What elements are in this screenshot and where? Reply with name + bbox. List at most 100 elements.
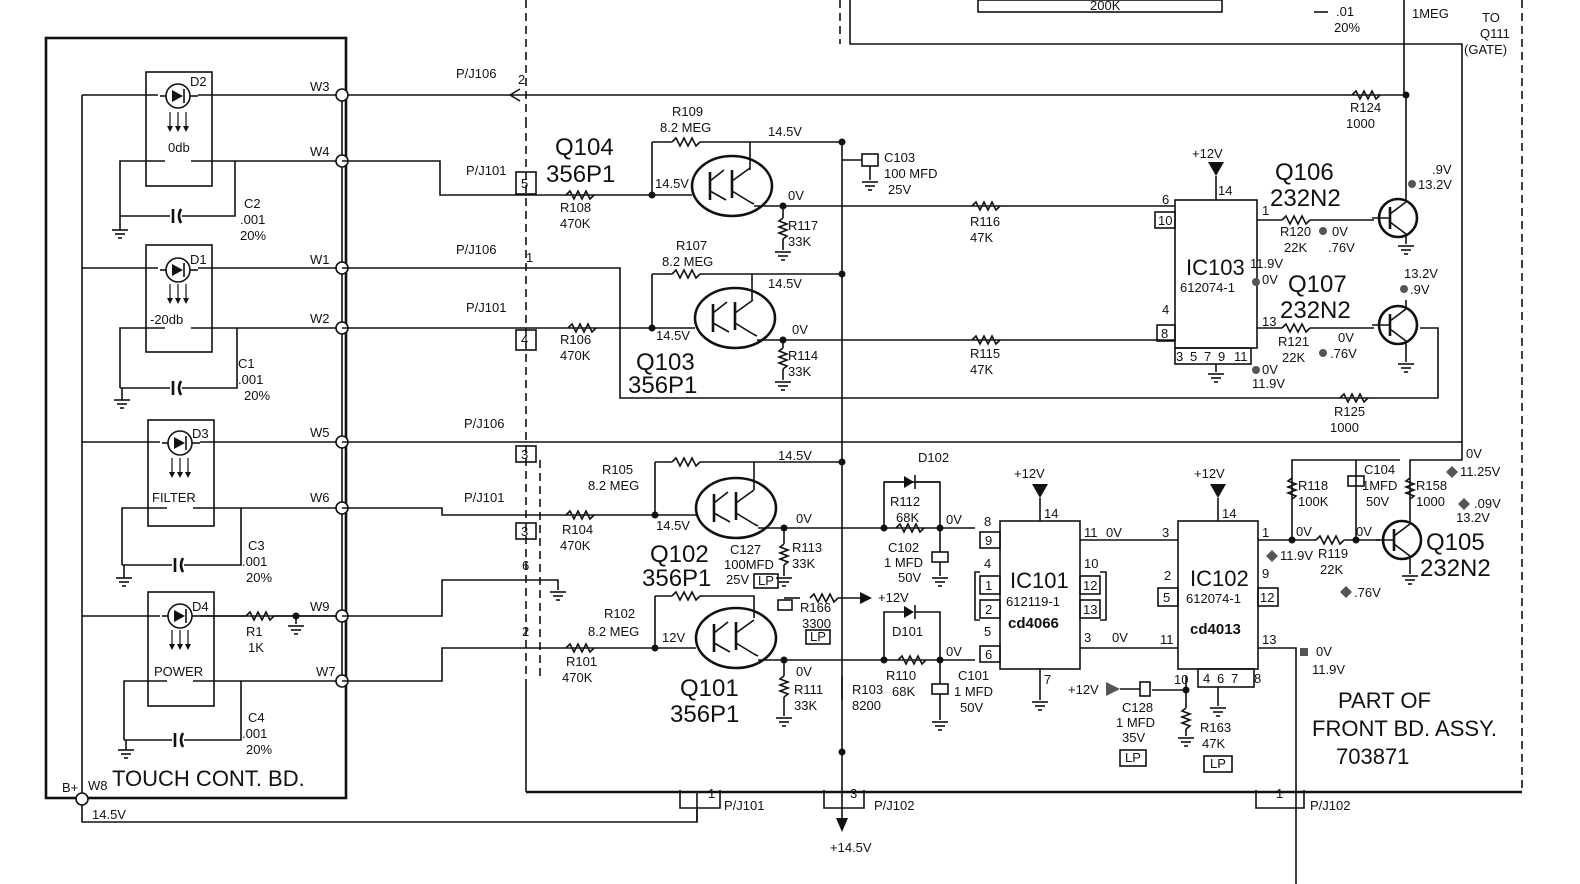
svg-text:1: 1 <box>1262 203 1269 218</box>
svg-text:8: 8 <box>1161 326 1168 341</box>
svg-text:11: 11 <box>1234 349 1248 364</box>
svg-text:R101: R101 <box>566 654 597 669</box>
svg-text:25V: 25V <box>888 182 911 197</box>
svg-text:14.5V: 14.5V <box>768 276 802 291</box>
svg-text:Q106: Q106 <box>1275 159 1334 186</box>
svg-text:1MEG: 1MEG <box>1412 6 1449 21</box>
svg-text:FILTER: FILTER <box>152 490 196 505</box>
svg-text:.76V: .76V <box>1354 585 1381 600</box>
d101-label: D101 <box>892 624 923 639</box>
svg-text:20%: 20% <box>246 742 272 757</box>
svg-text:356P1: 356P1 <box>642 565 711 592</box>
q102-transistor <box>694 476 778 540</box>
svg-text:P/J101: P/J101 <box>466 300 506 315</box>
svg-text:100K: 100K <box>1298 494 1329 509</box>
w4-label: W4 <box>310 144 330 159</box>
q105-transistor <box>1374 519 1423 561</box>
svg-text:12V: 12V <box>662 630 685 645</box>
svg-text:22K: 22K <box>1320 562 1343 577</box>
svg-text:R107: R107 <box>676 238 707 253</box>
svg-text:8.2 MEG: 8.2 MEG <box>660 120 711 135</box>
svg-text:R115: R115 <box>970 346 1000 361</box>
svg-text:4: 4 <box>521 332 528 347</box>
q103-transistor <box>693 286 777 350</box>
svg-text:C101: C101 <box>958 668 989 683</box>
svg-text:68K: 68K <box>892 684 915 699</box>
svg-text:8.2 MEG: 8.2 MEG <box>662 254 713 269</box>
svg-text:D2: D2 <box>190 74 207 89</box>
svg-text:5: 5 <box>521 176 528 191</box>
right-pj102-label: P/J102 <box>1310 798 1350 813</box>
svg-text:0V: 0V <box>1112 630 1128 645</box>
d102-label: D102 <box>918 450 949 465</box>
svg-text:11: 11 <box>1084 525 1098 540</box>
svg-text:13.2V: 13.2V <box>1418 177 1452 192</box>
w8-voltage: 14.5V <box>92 807 126 822</box>
svg-text:.001: .001 <box>240 212 265 227</box>
svg-text:C104: C104 <box>1364 462 1395 477</box>
svg-text:470K: 470K <box>560 348 591 363</box>
svg-text:FRONT BD. ASSY.: FRONT BD. ASSY. <box>1312 716 1497 741</box>
svg-text:6: 6 <box>985 647 992 662</box>
touch-pad-20db: D1 -20db <box>145 244 213 353</box>
supply-145v-label: +14.5V <box>830 840 872 855</box>
svg-text:0V: 0V <box>1356 524 1372 539</box>
w2-label: W2 <box>310 311 330 326</box>
svg-text:11.9V: 11.9V <box>1250 256 1283 271</box>
svg-text:C102: C102 <box>888 540 919 555</box>
svg-text:8.2 MEG: 8.2 MEG <box>588 478 639 493</box>
svg-text:D4: D4 <box>192 599 209 614</box>
svg-text:1 MFD: 1 MFD <box>954 684 993 699</box>
svg-text:3300: 3300 <box>802 616 831 631</box>
svg-text:.001: .001 <box>242 554 267 569</box>
bottom-pj102-label: P/J102 <box>874 798 914 813</box>
svg-text:cd4066: cd4066 <box>1008 615 1059 632</box>
svg-text:13.2V: 13.2V <box>1456 510 1490 525</box>
svg-text:0V: 0V <box>792 322 808 337</box>
touch-board-title: TOUCH CONT. BD. <box>112 766 305 791</box>
svg-text:P/J106: P/J106 <box>456 242 496 257</box>
touch-pad-0db: D2 0db <box>145 71 213 187</box>
svg-text:1: 1 <box>985 578 992 593</box>
svg-text:R104: R104 <box>562 522 593 537</box>
svg-text:.01: .01 <box>1336 4 1354 19</box>
svg-text:20%: 20% <box>246 570 272 585</box>
svg-text:3: 3 <box>1176 349 1183 364</box>
svg-text:IC103: IC103 <box>1186 255 1245 280</box>
svg-text:R105: R105 <box>602 462 633 477</box>
svg-text:35V: 35V <box>1122 730 1145 745</box>
bplus-label: B+ <box>62 780 78 795</box>
svg-text:33K: 33K <box>788 234 811 249</box>
svg-text:11: 11 <box>1160 632 1174 647</box>
svg-text:11.9V: 11.9V <box>1252 376 1285 391</box>
svg-text:LP: LP <box>1210 756 1226 771</box>
svg-text:C4: C4 <box>248 710 265 725</box>
r1-name: R1 <box>246 624 263 639</box>
svg-text:3: 3 <box>1162 525 1169 540</box>
svg-text:1000: 1000 <box>1416 494 1445 509</box>
svg-text:R121: R121 <box>1278 334 1309 349</box>
q107-transistor <box>1370 304 1419 346</box>
svg-text:P/J101: P/J101 <box>464 490 504 505</box>
svg-text:33K: 33K <box>794 698 817 713</box>
svg-text:+12V: +12V <box>1068 682 1099 697</box>
svg-text:200K: 200K <box>1090 0 1121 13</box>
svg-text:3: 3 <box>521 447 528 462</box>
svg-text:50V: 50V <box>1366 494 1389 509</box>
svg-text:1: 1 <box>526 250 533 265</box>
svg-text:7: 7 <box>1044 672 1051 687</box>
w8-label: W8 <box>88 778 108 793</box>
svg-text:.09V: .09V <box>1474 496 1501 511</box>
bottom-pj101-label: P/J101 <box>724 798 764 813</box>
ic101-chip: IC101 612119-1 cd4066 <box>999 520 1081 670</box>
svg-text:R118: R118 <box>1298 478 1328 493</box>
svg-text:.76V: .76V <box>1328 240 1355 255</box>
svg-text:12: 12 <box>1260 590 1274 605</box>
q101-transistor <box>694 606 778 670</box>
svg-text:C1: C1 <box>238 356 255 371</box>
svg-text:Q102: Q102 <box>650 541 709 568</box>
svg-text:5: 5 <box>984 624 991 639</box>
w9-label: W9 <box>310 599 330 614</box>
